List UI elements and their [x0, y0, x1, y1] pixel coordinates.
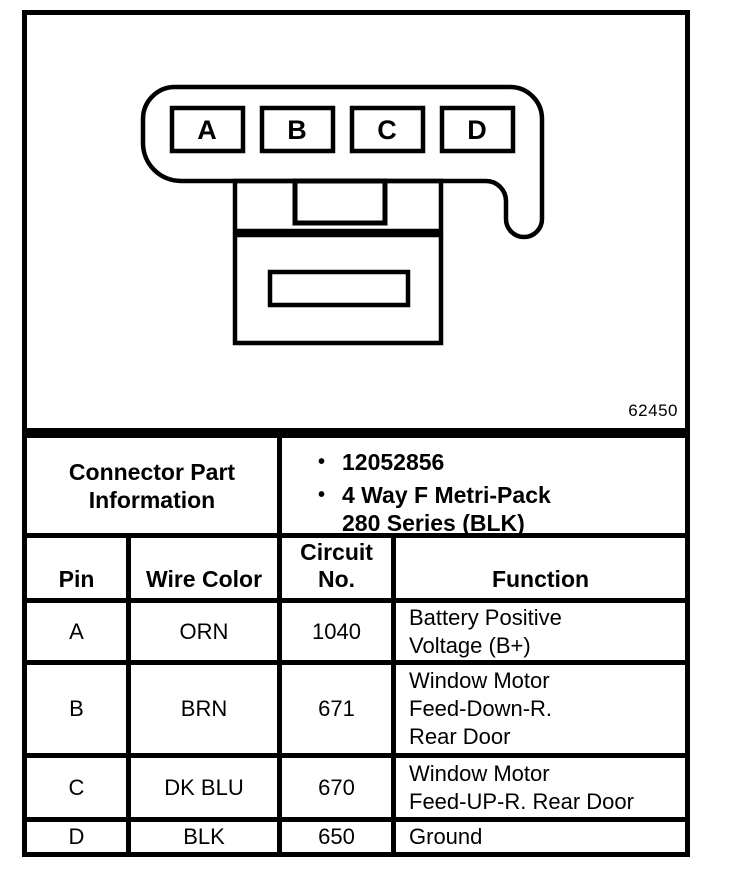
function-cell: Ground — [396, 822, 685, 852]
wire-color-cell: DK BLU — [131, 758, 277, 817]
column-header-wire-color: Wire Color — [131, 538, 277, 598]
terminal-b-box — [259, 105, 336, 154]
part-series-item: • 4 Way F Metri-Pack 280 Series (BLK) — [318, 481, 677, 533]
terminal-d-label: D — [467, 115, 487, 145]
function-cell: Battery Positive Voltage (B+) — [396, 603, 685, 660]
column-header-circuit-no: Circuit No. — [282, 538, 391, 598]
terminal-c-box — [349, 105, 426, 154]
pin-cell: C — [27, 758, 126, 817]
connector-outline — [140, 84, 545, 240]
circuit-no-cell: 670 — [282, 758, 391, 817]
housing-lower-section — [232, 232, 444, 346]
pin-cell: A — [27, 603, 126, 660]
function-cell: Window Motor Feed-UP-R. Rear Door — [396, 758, 685, 817]
pin-cell: B — [27, 665, 126, 753]
function-cell: Window Motor Feed-Down-R. Rear Door — [396, 665, 685, 753]
part-series-text: 4 Way F Metri-Pack 280 Series (BLK) — [342, 482, 551, 533]
bullet-icon: • — [318, 484, 326, 506]
circuit-no-cell: 671 — [282, 665, 391, 753]
part-info-heading: Connector Part Information — [27, 438, 277, 533]
terminal-a-box — [169, 105, 246, 154]
pin-cell: D — [27, 822, 126, 852]
wire-color-cell: BRN — [131, 665, 277, 753]
column-header-function: Function — [396, 538, 685, 598]
terminal-a-label: A — [197, 115, 217, 145]
terminal-d-box — [439, 105, 516, 154]
terminal-b-label: B — [287, 115, 307, 145]
connector-table: Connector Part Information • 12052856 • … — [22, 433, 690, 857]
bullet-icon: • — [318, 451, 326, 473]
figure-number: 62450 — [628, 401, 678, 420]
wire-color-cell: ORN — [131, 603, 277, 660]
part-number-text: 12052856 — [342, 449, 445, 475]
circuit-no-cell: 1040 — [282, 603, 391, 660]
column-header-pin: Pin — [27, 538, 126, 598]
housing-index-tab — [292, 178, 388, 226]
housing-slot — [267, 269, 411, 308]
circuit-no-cell: 650 — [282, 822, 391, 852]
part-number-item: • 12052856 — [318, 448, 677, 476]
wire-color-cell: BLK — [131, 822, 277, 852]
terminal-c-label: C — [377, 115, 397, 145]
part-info-details: • 12052856 • 4 Way F Metri-Pack 280 Seri… — [282, 438, 685, 533]
connector-drawing: A B C D — [140, 84, 545, 346]
